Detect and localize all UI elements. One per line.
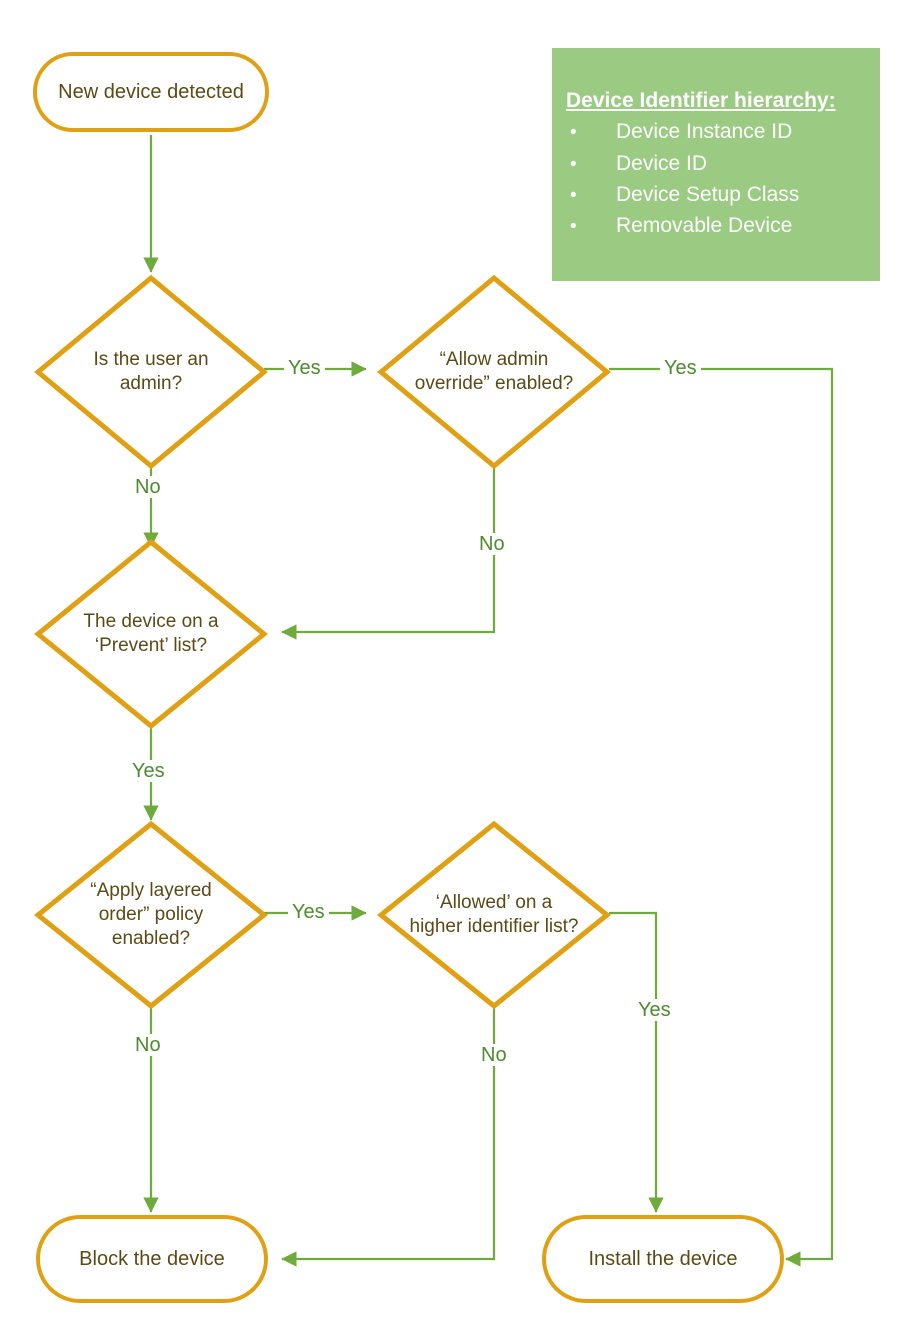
legend-item-label: Device Instance ID	[616, 120, 793, 144]
diamond-shape	[377, 274, 611, 470]
bullet-icon: •	[570, 216, 577, 238]
legend-device-identifier-hierarchy: Device Identifier hierarchy: • Device In…	[552, 48, 880, 281]
legend-item: • Removable Device	[562, 210, 880, 241]
edge-label-layered-order-yes: Yes	[288, 901, 329, 923]
edge-label-prevent-list-yes: Yes	[128, 760, 169, 782]
node-label: New device detected	[58, 80, 244, 103]
diamond-shape	[377, 820, 611, 1010]
node-label: Block the device	[79, 1247, 225, 1270]
node-is-the-user-an-admin[interactable]: Is the user an admin?	[34, 274, 268, 470]
edge-admin-override-no	[281, 466, 496, 640]
node-block-the-device[interactable]: Block the device	[36, 1215, 268, 1303]
node-allowed-on-a-higher-identifier-list[interactable]: ‘Allowed’ on a higher identifier list?	[377, 820, 611, 1010]
legend-item-label: Device Setup Class	[616, 183, 800, 207]
legend-item-label: Removable Device	[616, 214, 793, 238]
legend-item: • Device ID	[562, 148, 880, 179]
edge-label-allowed-higher-no: No	[477, 1044, 511, 1066]
node-allow-admin-override-enabled[interactable]: “Allow admin override” enabled?	[377, 274, 611, 470]
edge-allowed-higher-no	[281, 1008, 496, 1267]
edge-label-is-admin-no: No	[131, 476, 165, 498]
node-label: Install the device	[588, 1247, 738, 1270]
legend-title: Device Identifier hierarchy:	[566, 89, 836, 112]
edge-label-is-admin-yes: Yes	[284, 357, 325, 379]
diamond-shape	[34, 538, 268, 730]
edge-label-admin-override-no: No	[475, 533, 509, 555]
legend-item-label: Device ID	[616, 151, 708, 175]
bullet-icon: •	[570, 185, 577, 207]
legend-item: • Device Setup Class	[562, 179, 880, 210]
legend-item: • Device Instance ID	[562, 116, 880, 147]
edge-label-admin-override-yes: Yes	[660, 357, 701, 379]
edge-allowed-higher-yes	[609, 911, 664, 1213]
edge-label-allowed-higher-yes: Yes	[634, 999, 675, 1021]
diamond-shape	[34, 274, 268, 470]
legend-list: • Device Instance ID • Device ID • Devic…	[562, 116, 880, 241]
node-new-device-detected[interactable]: New device detected	[33, 52, 269, 132]
node-device-on-a-prevent-list[interactable]: The device on a ‘Prevent’ list?	[34, 538, 268, 730]
edge-label-layered-order-no: No	[131, 1034, 165, 1056]
bullet-icon: •	[570, 122, 577, 144]
edge-admin-override-yes	[609, 367, 834, 1267]
diamond-shape	[34, 820, 268, 1010]
node-apply-layered-order-policy-enabled[interactable]: “Apply layered order” policy enabled?	[34, 820, 268, 1010]
node-install-the-device[interactable]: Install the device	[542, 1215, 784, 1303]
bullet-icon: •	[570, 153, 577, 175]
